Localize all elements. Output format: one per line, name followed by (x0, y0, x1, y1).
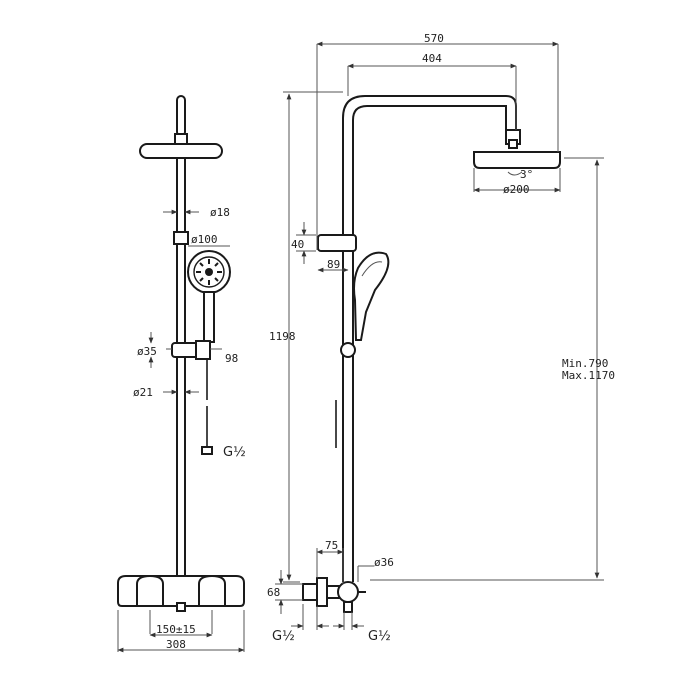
dim-total-width: 308 (166, 638, 186, 651)
dim-holder-width: 98 (225, 352, 238, 365)
dim-center-distance: 150±15 (156, 623, 196, 636)
front-hand-shower-center (205, 268, 213, 276)
front-mixer-handle-left (136, 574, 164, 607)
dim-holder-offset: 89 (327, 258, 340, 271)
front-hand-shower-handle (203, 291, 215, 343)
side-slide-holder (317, 234, 357, 252)
side-overhead-shower-head (473, 151, 561, 169)
dim-wall-height: 68 (267, 586, 280, 599)
side-wall-connector (302, 583, 318, 601)
front-bar-ring (173, 231, 189, 245)
front-mixer-handle-right (198, 574, 226, 607)
dim-pipe-diameter: ø21 (133, 386, 153, 399)
side-arm-outer (342, 95, 517, 582)
front-overhead-shower-head (139, 143, 223, 159)
dim-wall-offset: 75 (325, 539, 338, 552)
dim-hand-shower-diameter: ø100 (191, 233, 218, 246)
front-view: ø18 ø100 ø35 98 ø21 G½ 150±15 (117, 95, 246, 653)
dim-inlet-left: G½ (272, 629, 295, 644)
side-arm-inner (352, 105, 507, 582)
dim-hose-connection: G½ (223, 445, 246, 460)
front-riser-bar (176, 157, 186, 583)
dim-total-height: 1198 (269, 330, 296, 343)
dim-connector-diameter: ø36 (374, 556, 394, 569)
dim-tilt-angle: 3° (520, 168, 533, 181)
front-head-joint (174, 133, 188, 145)
dim-inlet-right: G½ (368, 629, 391, 644)
dim-holder-diameter: ø35 (137, 345, 157, 358)
dim-bar-diameter: ø18 (210, 206, 230, 219)
side-holder-knob (340, 342, 356, 358)
dim-total-reach: 570 (424, 32, 444, 45)
dim-min-height: Min.790 (562, 357, 608, 370)
front-top-stub (176, 95, 186, 137)
front-hose-nut (201, 446, 213, 455)
dim-arm-reach: 404 (422, 52, 442, 65)
side-mixer-body (337, 581, 359, 603)
dim-holder-height: 40 (291, 238, 304, 251)
side-view: 570 404 ø200 3° 40 89 1198 (267, 32, 615, 644)
front-mixer-outlet (176, 602, 186, 612)
dim-head-diameter: ø200 (503, 183, 530, 196)
side-mixer-outlet (343, 601, 353, 613)
dim-max-height: Max.1170 (562, 369, 615, 382)
